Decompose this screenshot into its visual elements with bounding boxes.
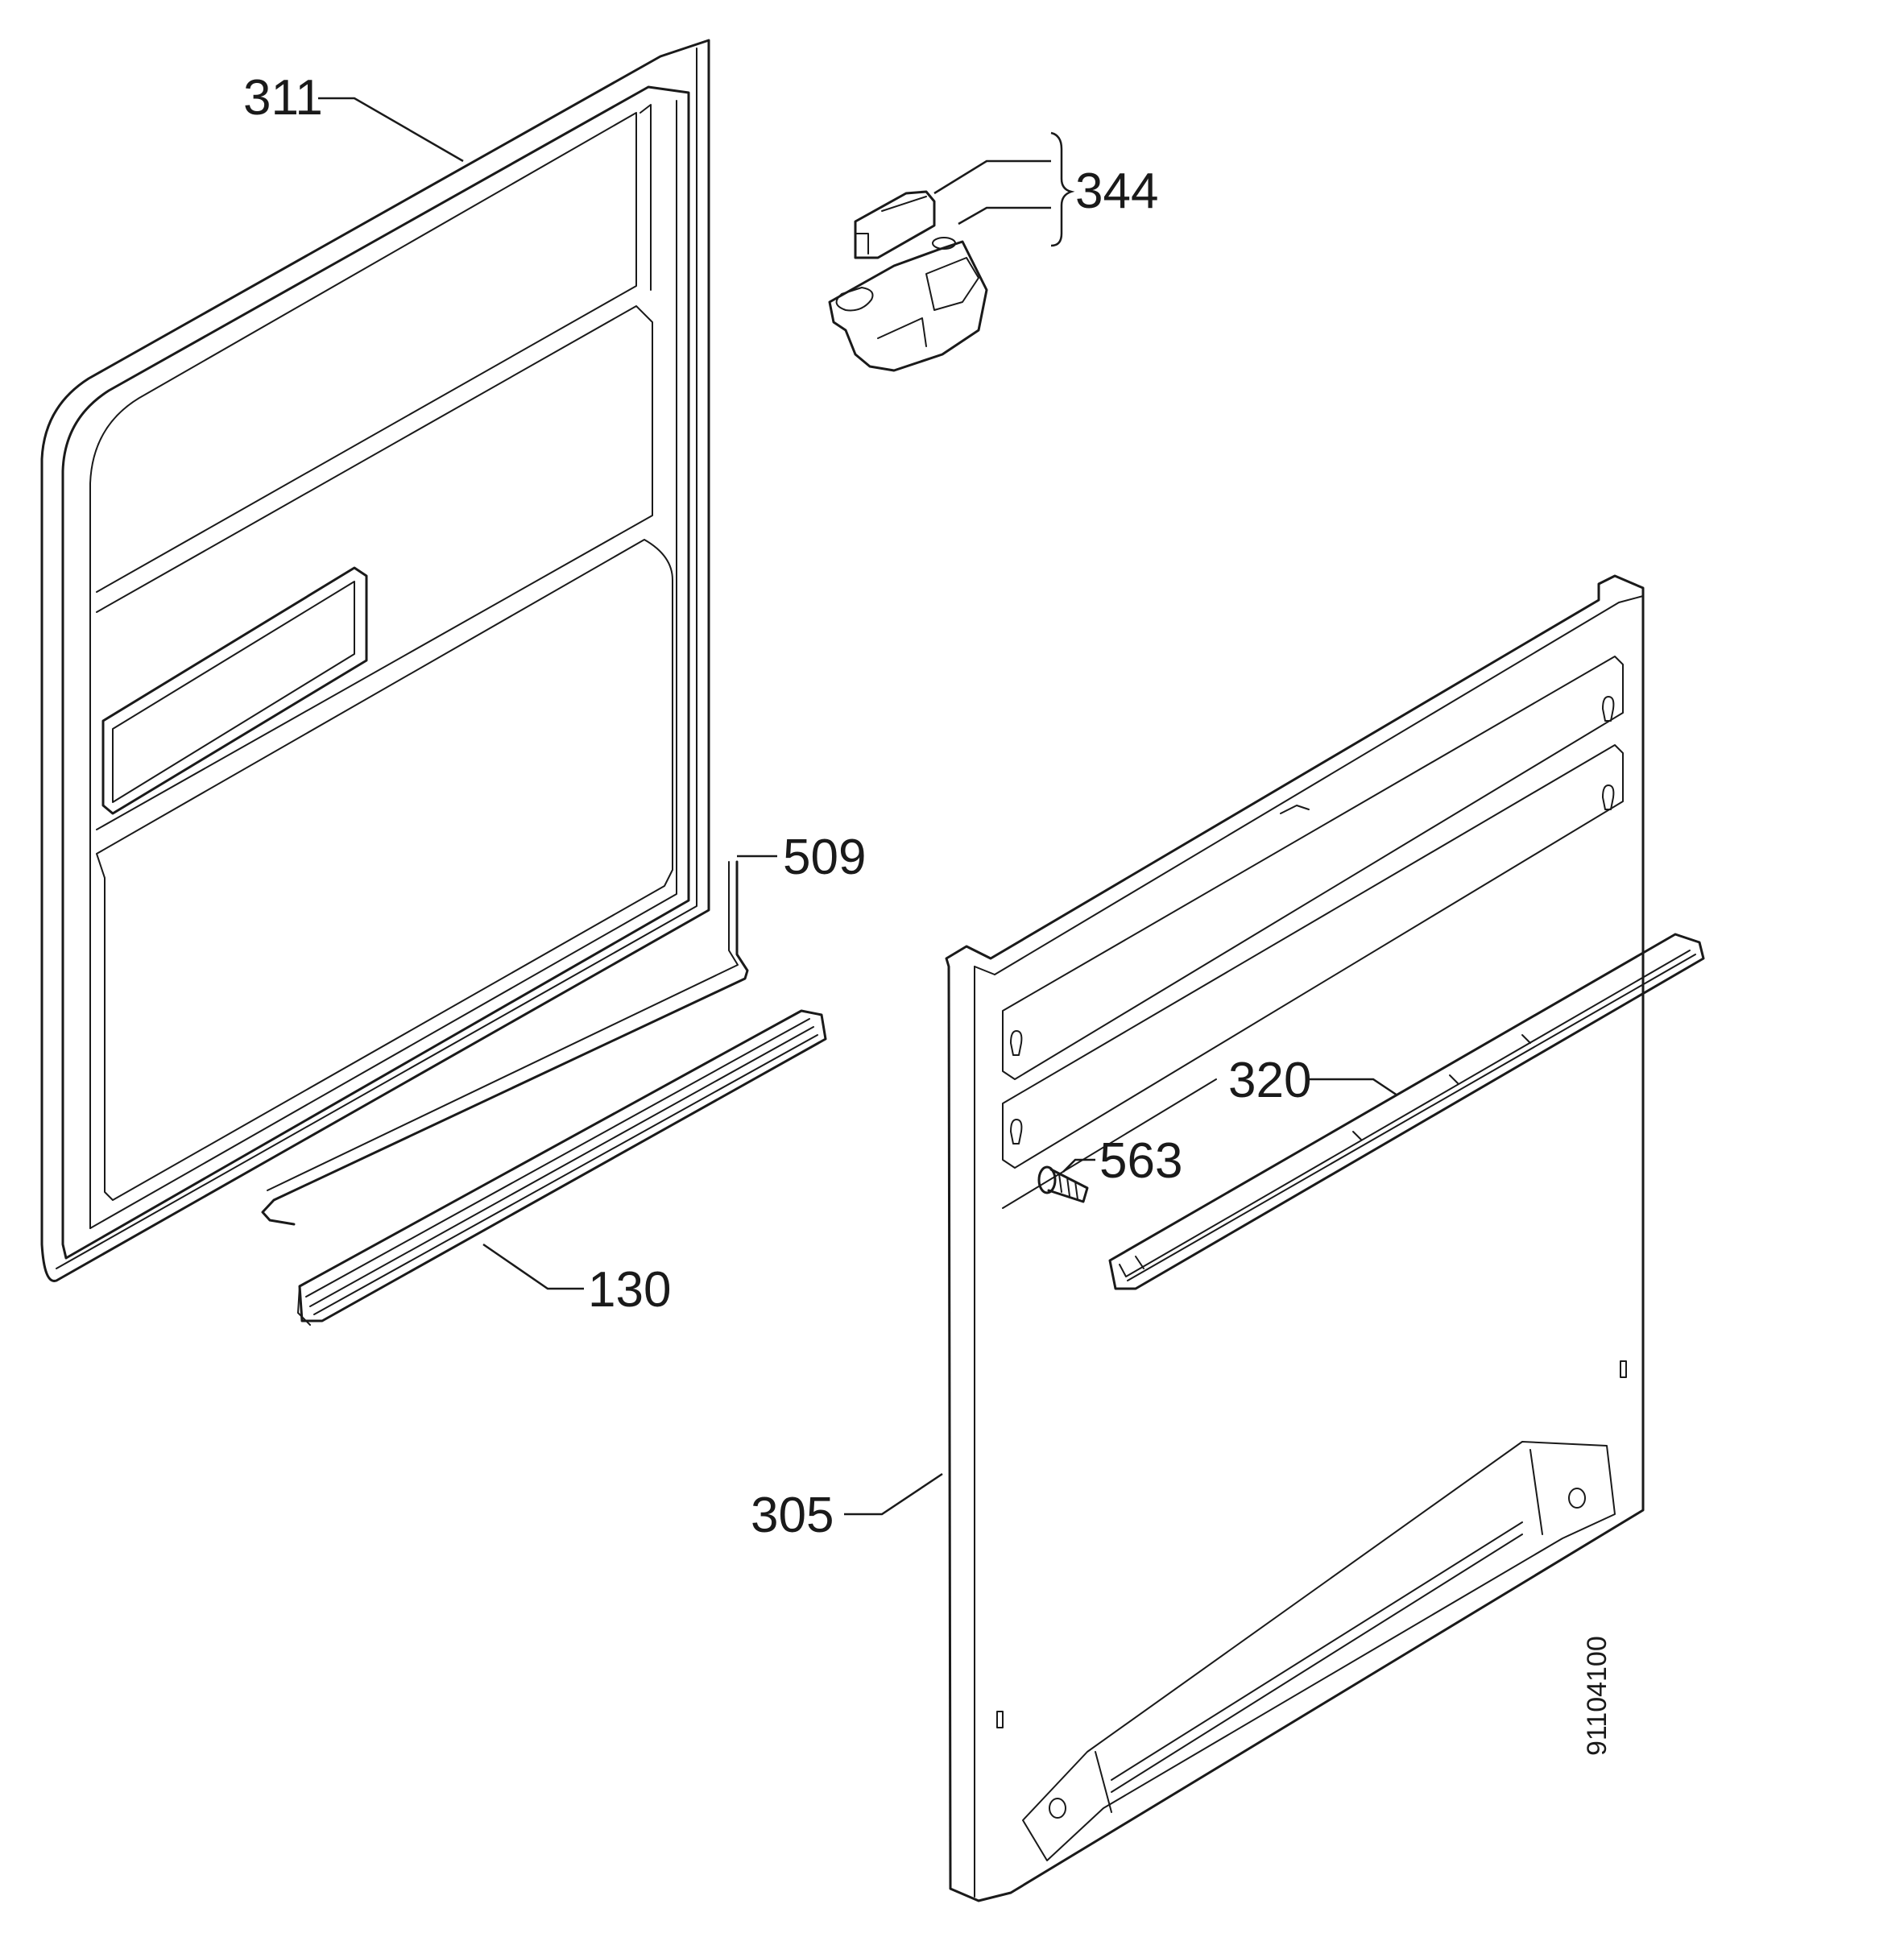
brace-344 (1050, 131, 1075, 247)
document-number: 91104100 (1582, 1636, 1612, 1756)
inner-door-panel-311 (40, 39, 710, 1282)
wire-rod-509 (261, 860, 749, 1226)
leader-320 (1309, 1078, 1398, 1097)
label-305: 305 (751, 1488, 834, 1543)
screw-563 (1037, 1165, 1089, 1203)
label-311: 311 (243, 70, 323, 126)
leader-344-upper (933, 159, 1051, 195)
label-344: 344 (1075, 163, 1158, 219)
leader-305 (844, 1472, 943, 1516)
rail-320 (1108, 933, 1705, 1290)
door-seal-strip-130 (297, 1009, 827, 1326)
outer-door-panel-305 (945, 574, 1645, 1902)
leader-311 (318, 97, 464, 163)
leader-344-lower (958, 206, 1051, 226)
label-509: 509 (783, 830, 866, 885)
leader-563 (1062, 1158, 1095, 1173)
label-130: 130 (588, 1262, 671, 1318)
leader-130 (482, 1243, 584, 1290)
leader-lines (318, 97, 1398, 1516)
label-563: 563 (1099, 1133, 1182, 1189)
label-320: 320 (1228, 1053, 1311, 1108)
door-latch-assembly-344 (828, 190, 988, 372)
